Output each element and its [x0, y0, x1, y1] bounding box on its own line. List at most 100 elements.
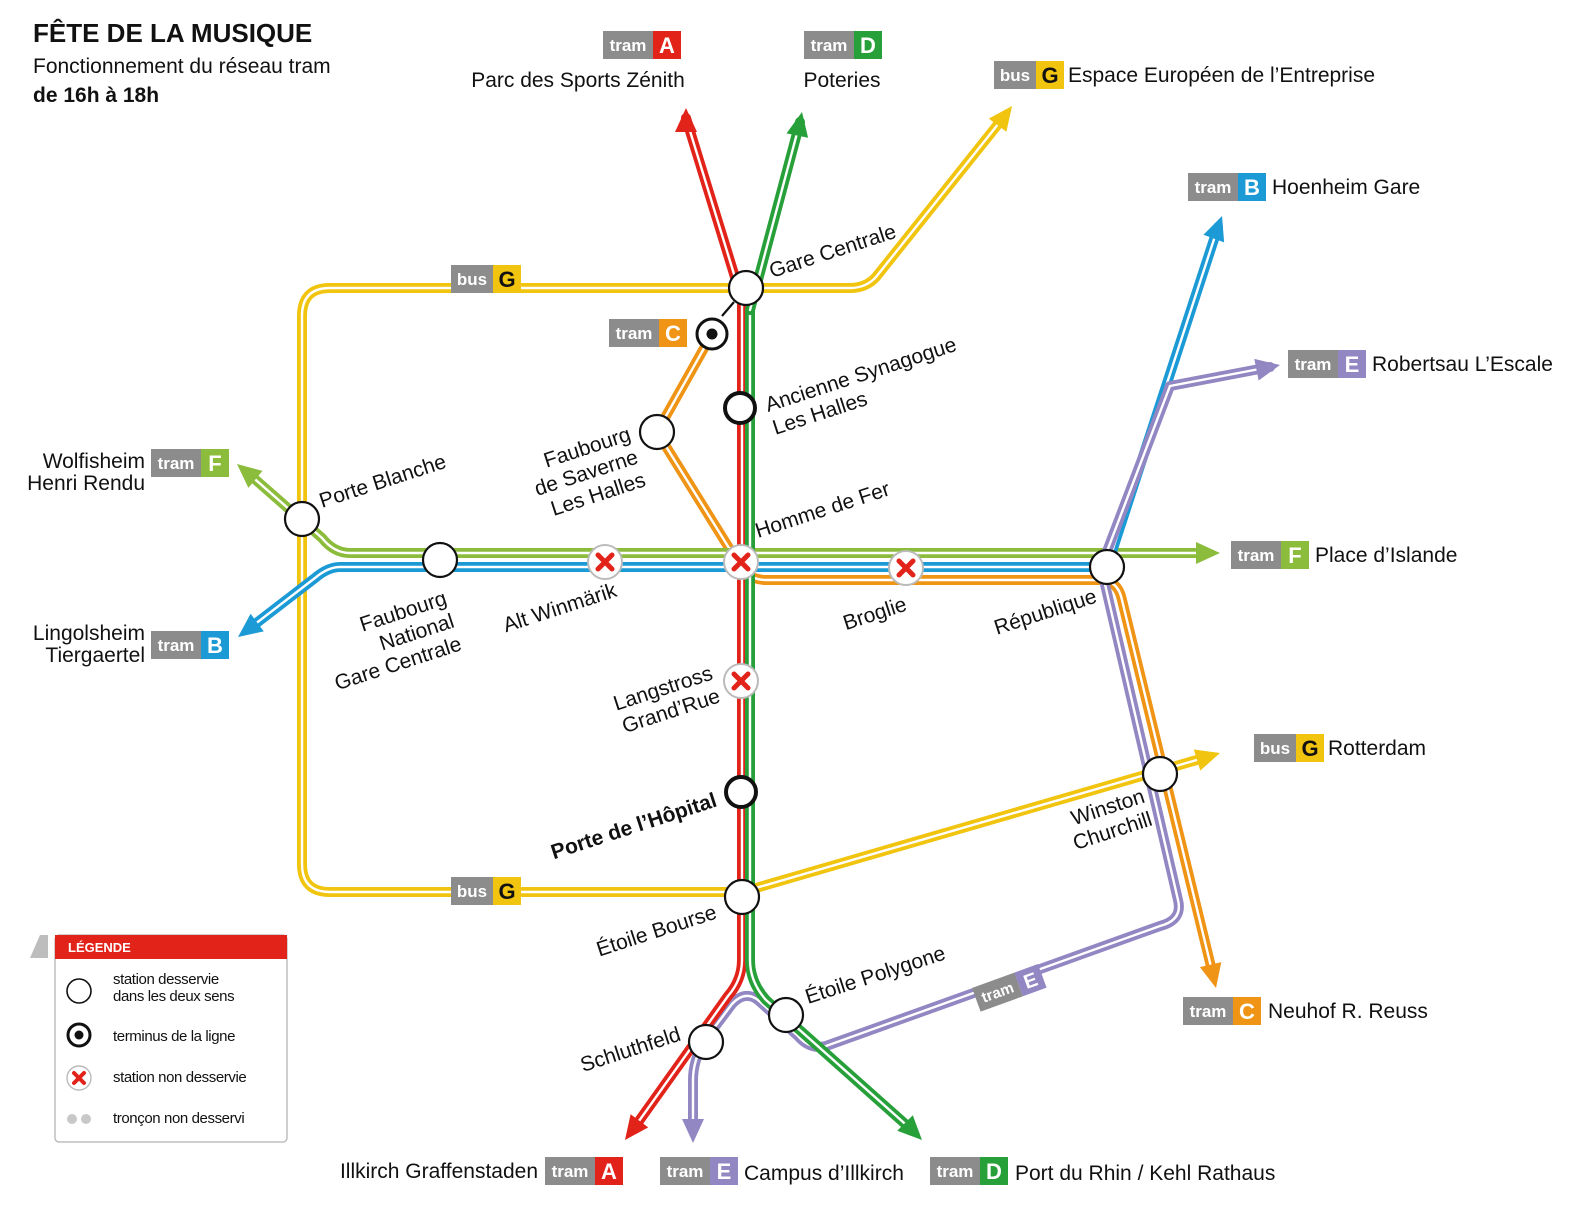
svg-text:tram: tram [616, 324, 653, 343]
terminus-badge-tram-e: tram E [660, 1157, 738, 1185]
line-g-route-inner [740, 116, 1005, 290]
line-badge-bus-g: bus G [451, 265, 521, 293]
station-gare-centrale [727, 269, 765, 307]
station-broglie [888, 550, 924, 586]
lines-layer [237, 106, 1280, 1143]
station-label-republique: République [991, 585, 1099, 640]
arrow-icon [897, 1115, 922, 1140]
line-d-route-inner [748, 308, 914, 1132]
station-ancienne-synagogue-les-halles [723, 391, 757, 425]
svg-text:G: G [1041, 63, 1058, 88]
station-label-ancienne-synagogue-les-halles: Ancienne SynagogueLes Halles [762, 333, 966, 439]
station-homme-de-fer [723, 544, 759, 580]
svg-text:bus: bus [1000, 66, 1030, 85]
svg-text:tram: tram [158, 636, 195, 655]
cross-icon [731, 671, 751, 691]
cross-icon [731, 552, 751, 572]
arrow-icon [238, 613, 264, 637]
svg-text:tram: tram [667, 1162, 704, 1181]
svg-text:tram: tram [937, 1162, 974, 1181]
terminus-name: Hoenheim Gare [1272, 176, 1420, 199]
station-faubourg-national-gare-centrale [421, 541, 459, 579]
gray-dots-icon [67, 1114, 91, 1124]
line-g-route-inner [300, 286, 1209, 894]
arrow-icon [1254, 358, 1280, 381]
legend-item-text: station desservie [113, 971, 219, 988]
terminus-name: Parc des Sports Zénith [471, 69, 685, 92]
cross-icon [896, 558, 916, 578]
station-label-etoile-polygone: Étoile Polygone [802, 942, 948, 1009]
arrow-icon [625, 1114, 649, 1140]
svg-text:bus: bus [457, 882, 487, 901]
svg-text:E: E [717, 1159, 732, 1184]
svg-text:A: A [601, 1159, 617, 1184]
svg-text:B: B [1244, 175, 1260, 200]
terminus-tram-c-marker [695, 301, 735, 351]
map-title: FÊTE DE LA MUSIQUE [33, 18, 313, 48]
svg-text:bus: bus [457, 270, 487, 289]
cross-icon [595, 552, 615, 572]
terminus-badge-tram-c: tram C [1183, 997, 1261, 1025]
svg-text:A: A [659, 33, 675, 58]
line-badge-bus-g: bus G [451, 877, 521, 905]
svg-text:G: G [498, 267, 515, 292]
station-label-porte-blanche: Porte Blanche [316, 450, 449, 513]
station-label-faubourg-de-saverne-les-halles: Faubourgde SaverneLes Halles [524, 423, 648, 524]
legend-item-text: tronçon non desservi [113, 1110, 244, 1127]
svg-text:C: C [1239, 999, 1255, 1024]
line-badge-wrapper: bus G [451, 877, 521, 905]
station-label-porte-de-l-hopital: Porte de l’Hôpital [548, 789, 719, 864]
terminus-name: Rotterdam [1328, 737, 1426, 760]
terminus-name: Illkirch Graffenstaden [340, 1160, 538, 1183]
legend-corner-shape [30, 935, 48, 958]
legend-header [55, 935, 287, 959]
station-label-homme-de-fer: Homme de Fer [752, 478, 892, 543]
station-winston-churchill [1141, 755, 1179, 793]
station-etoile-polygone [767, 996, 805, 1034]
station-label-broglie: Broglie [840, 593, 909, 635]
svg-text:tram: tram [552, 1162, 589, 1181]
station-label-schluthfeld: Schluthfeld [578, 1023, 684, 1077]
line-f-route-inner [247, 472, 1209, 555]
red-cross-icon [66, 1065, 92, 1091]
station-langstross-grand-rue [723, 663, 759, 699]
legend-item-text: terminus de la ligne [113, 1028, 235, 1045]
svg-text:tram: tram [1190, 1002, 1227, 1021]
station-faubourg-de-saverne-les-halles [638, 413, 676, 451]
arrow-icon [988, 106, 1012, 132]
legend-item: station non desservie [66, 1065, 247, 1091]
stations-layer [283, 269, 1179, 1061]
line-a-route-inner [632, 298, 744, 1130]
station-alt-winmarik [587, 544, 623, 580]
line-b-route-inner [248, 565, 1109, 630]
svg-text:tram: tram [1238, 546, 1275, 565]
arrow-icon [1193, 749, 1220, 771]
legend-title: LÉGENDE [68, 940, 131, 955]
arrow-icon [1199, 962, 1222, 988]
svg-text:D: D [986, 1159, 1002, 1184]
arrow-icon [675, 108, 697, 132]
svg-text:tram: tram [158, 454, 195, 473]
svg-text:bus: bus [1260, 739, 1290, 758]
station-label-langstross-grand-rue: LangstrossGrand’Rue [611, 662, 723, 738]
terminus-badge-tram-d: tram D [930, 1157, 1008, 1185]
map-subtitle: Fonctionnement du réseau tram [33, 55, 331, 78]
arrow-icon [786, 112, 809, 138]
map-time-range: de 16h à 18h [33, 84, 160, 107]
legend-item: terminus de la ligne [66, 1022, 236, 1048]
station-schluthfeld [687, 1023, 725, 1061]
station-label-faubourg-national-gare-centrale: FaubourgNationalGare Centrale [317, 587, 464, 695]
line-a-route-inner [684, 116, 744, 302]
open-circle-icon [66, 978, 92, 1004]
terminus-name: Poteries [803, 69, 880, 92]
svg-text:G: G [498, 879, 515, 904]
svg-text:tram: tram [1295, 355, 1332, 374]
